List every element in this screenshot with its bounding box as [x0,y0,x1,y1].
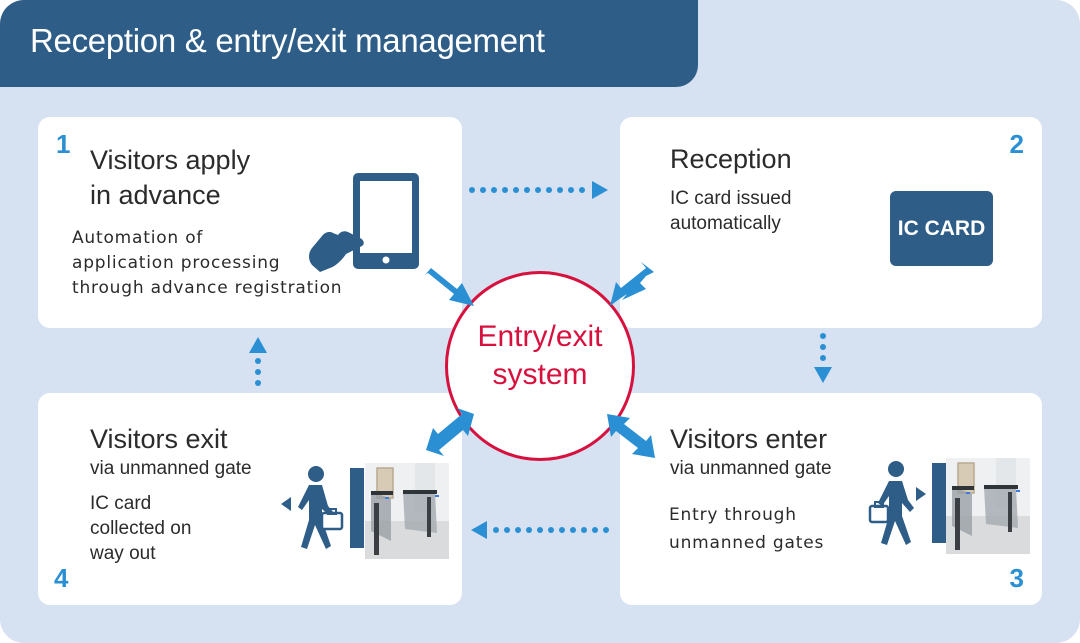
person-entering-icon [868,461,946,545]
step-subheading-line: via unmanned gate [90,458,252,479]
step-number: 4 [54,563,69,593]
arrow-dot [526,527,532,533]
step-number: 2 [1009,129,1024,159]
step-heading-line: Visitors exit [90,424,228,454]
flow-arrow-right [469,181,608,199]
arrow-dot [469,187,475,193]
gate-photo-exit [365,463,449,559]
step-heading-line: Visitors apply [90,145,251,175]
arrow-dot [820,355,826,361]
connector-arrow-reception [610,262,654,306]
step-description-line: unmanned gates [669,533,825,553]
arrow-dot [502,187,508,193]
entry-exit-system-label: Entry/exit system [445,318,635,394]
page-title: Reception & entry/exit management [30,22,545,59]
flow-arrow-down [814,333,832,383]
step-description-line: through advance registration [72,278,343,298]
step-description-line: Entry through [669,505,797,525]
step-description-line: collected on [90,518,192,539]
connector-arrow-enter [607,414,655,458]
arrow-dot [493,527,499,533]
tablet-touch-icon [309,173,419,272]
arrow-dot [568,187,574,193]
step-description-line: way out [90,543,156,564]
arrow-dot [491,187,497,193]
arrow-dot [820,344,826,350]
gate-photo-enter [946,458,1030,554]
arrow-dot [820,333,826,339]
entry-exit-system-circle [445,271,635,461]
arrow-dot [579,187,585,193]
step-heading-line: in advance [90,180,221,210]
arrow-dot [524,187,530,193]
arrow-dot [581,527,587,533]
arrow-dot [548,527,554,533]
step-subheading-line: IC card issued [670,188,792,209]
arrow-dot [513,187,519,193]
system-label-line: Entry/exit [477,320,603,353]
arrow-head [592,181,608,199]
arrow-dot [515,527,521,533]
person-exiting-icon [281,466,364,549]
step-heading-line: Visitors enter [670,424,828,454]
connector-arrow-from-apply [425,268,474,306]
arrow-dot [255,358,261,364]
arrow-head [814,367,832,383]
connector-arrow-exit [426,408,474,456]
arrow-dot [480,187,486,193]
step-description-line: application processing [72,253,281,273]
step-subheading-line: automatically [670,213,781,234]
arrow-dot [570,527,576,533]
arrow-dot [557,187,563,193]
ic-card-icon: IC CARD [890,191,993,266]
step-subheading-line: via unmanned gate [670,458,832,479]
arrow-dot [255,380,261,386]
step-heading-line: Reception [670,144,792,174]
step-number: 3 [1009,563,1024,593]
step-description-line: IC card [90,493,152,514]
arrow-head [471,521,487,539]
arrow-dot [255,369,261,375]
arrow-dot [559,527,565,533]
arrow-dot [592,527,598,533]
arrow-dot [603,527,609,533]
arrow-dot [537,527,543,533]
step-description-line: Automation of [72,228,204,248]
flow-arrow-left [471,521,609,539]
step-number: 1 [56,129,71,159]
title-bar: Reception & entry/exit management [0,0,698,87]
arrow-dot [504,527,510,533]
step-card-apply: 1 Visitors apply in advance Automation o… [38,117,462,328]
arrow-dot [535,187,541,193]
arrow-head [249,337,267,353]
flow-arrow-up [249,337,267,386]
arrow-dot [546,187,552,193]
system-label-line: system [492,358,588,391]
